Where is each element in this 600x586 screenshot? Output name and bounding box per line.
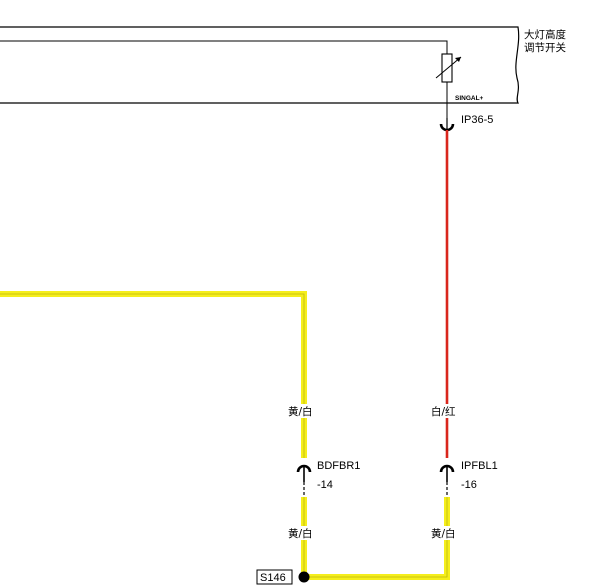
wire-color-right-lower: 黄/白: [431, 527, 456, 540]
connector-right-label-2: -16: [461, 479, 477, 491]
connector-bdfbr1-14: [296, 464, 312, 497]
wire-color-right-upper: 白/红: [431, 405, 456, 418]
splice-point: [298, 571, 310, 583]
component-name-line1: 大灯高度: [524, 28, 566, 41]
connector-left-label-2: -14: [317, 479, 333, 491]
yellow-wire-upper-left: [0, 291, 307, 458]
wire-color-left-lower: 黄/白: [288, 527, 313, 540]
connector-ipfbl1-16: [439, 464, 455, 497]
yellow-wire-lower: [301, 497, 450, 580]
switch-component-box: [0, 26, 520, 104]
signal-pin-label: SINGAL+: [455, 95, 484, 102]
connector-left-label-1: BDFBR1: [317, 460, 360, 472]
component-name-line2: 调节开关: [524, 41, 566, 54]
splice-label-box: [256, 569, 293, 585]
connector-ip36-5: [439, 118, 455, 132]
connector-top-label: IP36-5: [461, 114, 493, 126]
wire-color-left-upper: 黄/白: [288, 405, 313, 418]
connector-right-label-1: IPFBL1: [461, 460, 498, 472]
splice-label: S146: [260, 572, 286, 584]
variable-resistor-icon: [435, 53, 462, 83]
